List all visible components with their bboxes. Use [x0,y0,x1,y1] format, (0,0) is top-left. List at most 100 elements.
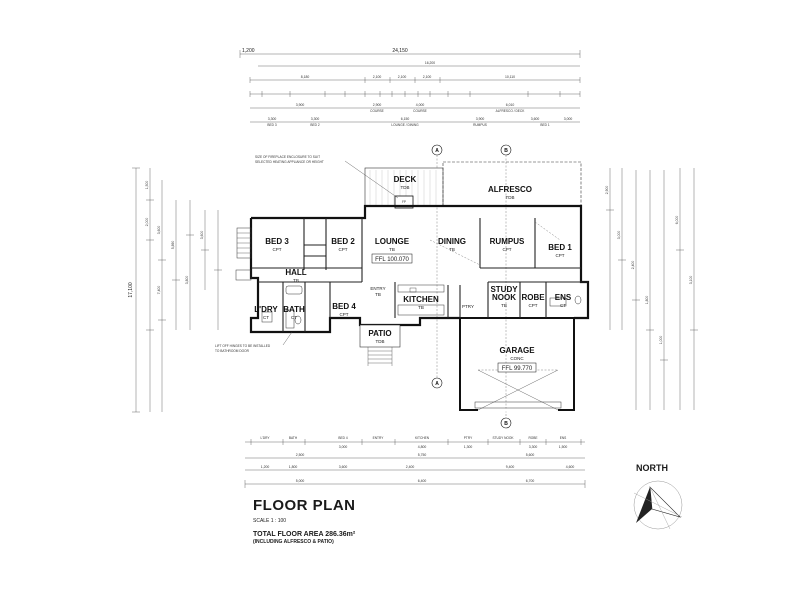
dim-overall-width: 24,150 [392,48,408,54]
room-bed1: BED 1 [548,243,572,252]
room-study-floor: TB [501,303,507,308]
room-bed4: BED 4 [332,302,356,311]
room-lounge: LOUNGE [375,237,410,246]
left-ticks [132,167,222,413]
room-bed3: BED 3 [265,237,289,246]
dim-left-6: 3,600 [200,231,204,240]
room-robe-floor: CPT [529,303,538,308]
dim-bottom-row2-2: 5,600 [526,453,535,457]
room-rumpus: RUMPUS [490,237,525,246]
note-hinges-1: LIFT OFF HINGES TO BE INSTALLED [215,344,271,348]
dim-left-5: 3,800 [185,276,189,285]
dim-bottom-row3-2: 3,600 [339,465,348,469]
dim-bottom-row4-1: 6,400 [418,479,427,483]
exterior-wall-west-south [249,218,460,334]
top-dimension-strings: 1,200 24,150 16,200 8,180 2,100 2,100 2,… [239,48,581,127]
dim-top-row4-label-1: BED 2 [310,123,319,127]
dim-right-5: 6,000 [675,216,679,225]
note-fireplace-1: SIZE OF FIREPLACE ENCLOSURE TO SUIT [255,155,320,159]
north-arrow-icon [633,480,683,530]
room-robe: ROBE [521,293,545,302]
dim-top-row2-0: 8,180 [301,75,310,79]
dim-left-0: 1,500 [145,181,149,190]
dim-right-3: 1,800 [645,296,649,305]
dim-bottom-row1-3: 3,300 [529,445,538,449]
dim-bottom-label-5: PTRY [464,436,473,440]
dim-top-row4-0: 3,300 [268,117,277,121]
room-rumpus-floor: CPT [503,247,512,252]
dim-top-row4-5: 3,000 [564,117,573,121]
dim-bottom-label-4: KITCHEN [415,436,430,440]
room-deck: DECK [394,175,417,184]
dim-top-row2-2: 2,100 [398,75,407,79]
left-dimension-strings: 17,100 1,500 2,000 3,600 7,400 5,890 3,8… [128,167,222,413]
room-patio: PATIO [368,329,391,338]
west-steps [235,227,252,281]
dim-bottom-row2-1: 5,750 [418,453,427,457]
dim-left-offset: 1,200 [242,48,255,54]
dim-bottom-row3-0: 1,200 [261,465,270,469]
dim-bottom-label-8: ENS [560,436,567,440]
patio-steps [367,347,393,366]
room-bed4-floor: CPT [340,312,349,317]
kitchen-benches [397,284,445,316]
dim-bottom-row1-0: 3,000 [339,445,348,449]
room-hall-floor: TB [293,278,299,283]
dim-bottom-label-0: L'DRY [260,436,270,440]
dim-right-1: 3,000 [617,231,621,240]
dim-top-row3-1: 2,900 [373,103,382,107]
dim-top-row4-label-3: RUMPUS [473,123,487,127]
note-fireplace-2: SELECTED HEATING APPLIANCE OR HEIGHT [255,160,324,164]
dim-top-row3-label-2: ALFRESCO / DECK [496,109,526,113]
dim-top-row4-3: 3,900 [476,117,485,121]
room-ldry: L'DRY [254,305,278,314]
room-garage-floor: CONC [510,356,524,361]
drawing-scale: SCALE 1 : 100 [253,518,287,524]
dim-bottom-row1-1: 4,800 [418,445,427,449]
bottom-row1-ticks [250,439,582,445]
room-dining: DINING [438,237,466,246]
dim-top-row4-2: 6,150 [401,117,410,121]
level-garage: FFL 99.770 [502,366,533,372]
room-bath-floor: CT [291,315,297,320]
grid-markers-top: A B [431,144,512,418]
room-hall: HALL [285,268,306,277]
dim-right-2: 2,400 [631,261,635,270]
fireplace-label: FP [402,200,406,204]
dim-top-row3-2: 4,000 [416,103,425,107]
dim-bottom-row2-0: 2,500 [296,453,305,457]
dim-top-row4-label-0: BED 3 [267,123,276,127]
dim-bottom-row4-2: 6,700 [526,479,535,483]
dim-overall-depth: 17,100 [128,282,134,298]
room-bath: BATH [283,305,305,314]
right-dimension-strings: 2,900 3,000 2,400 1,800 1,000 6,000 3,10… [605,168,698,410]
dim-left-2: 3,600 [157,226,161,235]
exterior-wall-north-east [251,204,590,320]
dim-top-row3-label-0: COURSE [370,109,384,113]
room-bed3-floor: CPT [273,247,282,252]
room-ens: ENS [555,293,572,302]
dim-right-6: 3,100 [689,276,693,285]
room-entry: ENTRY [370,286,385,291]
dim-top-row3-label-1: COURSE [413,109,427,113]
dim-bottom-label-2: BED 4 [338,436,347,440]
north-indicator: NORTH [630,463,690,533]
dim-bottom-row4-0: 5,000 [296,479,305,483]
room-alfresco: ALFRESCO [488,185,532,194]
room-ldry-floor: CT [263,315,269,320]
top-row2-ticks [249,77,581,83]
room-bed2-floor: CPT [339,247,348,252]
dim-bottom-row3-3: 2,400 [406,465,415,469]
grid-a-bottom: A [435,381,439,387]
dim-top-row3-3: 6,010 [506,103,515,107]
title-block: FLOOR PLAN SCALE 1 : 100 TOTAL FLOOR ARE… [253,497,356,545]
dim-bottom-label-3: ENTRY [373,436,385,440]
room-kitchen: KITCHEN [403,295,439,304]
room-ptry: PTRY [462,304,474,309]
dim-bottom-row3-4: 9,400 [506,465,515,469]
room-patio-floor: TDB [376,339,385,344]
dim-bottom-row1-2: 1,300 [464,445,473,449]
bath-fixtures [261,285,582,329]
dim-top-row4-4: 3,600 [531,117,540,121]
